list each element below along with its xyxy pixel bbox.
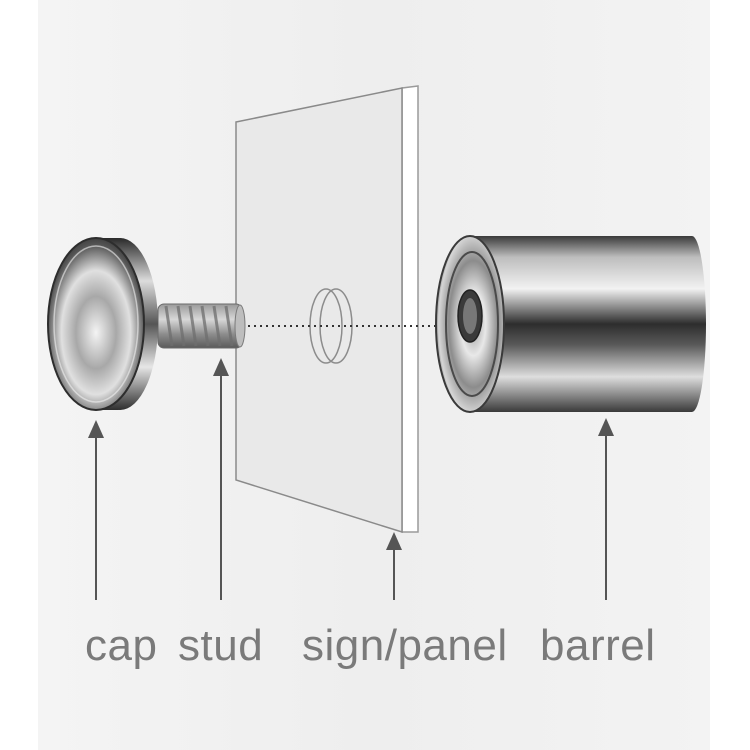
barrel <box>435 235 706 413</box>
stud <box>157 303 246 349</box>
cap-label: cap <box>85 621 158 670</box>
stud-label: stud <box>178 621 264 670</box>
cap <box>47 237 158 411</box>
sign-panel-label: sign/panel <box>302 621 508 670</box>
barrel-label: barrel <box>540 621 656 670</box>
sign-panel <box>235 85 419 534</box>
